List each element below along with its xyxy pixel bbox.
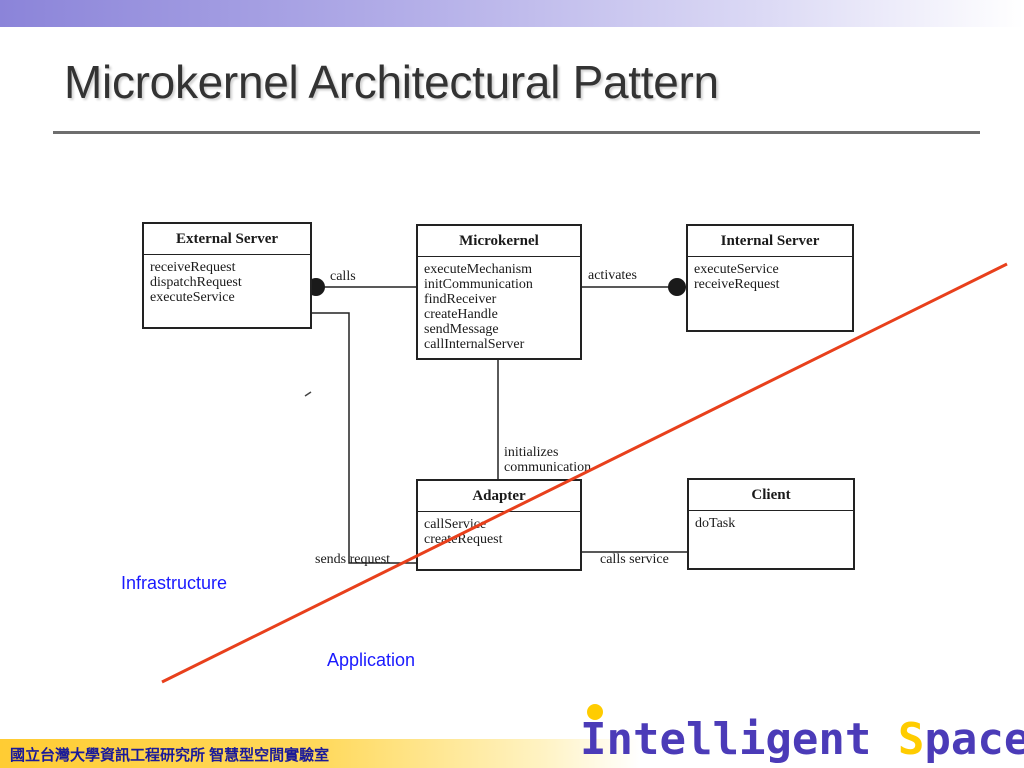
operation: sendMessage — [424, 322, 499, 337]
calls-label: calls — [330, 269, 356, 284]
class-microkernel: Microkernel executeMechanism initCommuni… — [416, 224, 582, 360]
sends-request-connector — [310, 312, 418, 564]
operation: executeService — [694, 262, 779, 277]
activates-dot — [668, 278, 686, 296]
stray-mark — [304, 391, 312, 397]
class-operations: executeMechanism initCommunication findR… — [418, 257, 580, 352]
initializes-label: initializes — [504, 445, 559, 460]
logo-dot-icon — [587, 704, 603, 720]
logo-text-s: S — [897, 714, 925, 765]
infrastructure-label: Infrastructure — [121, 573, 228, 593]
infrastructure-application-divider — [161, 262, 1008, 684]
class-internal-server: Internal Server executeService receiveRe… — [686, 224, 854, 332]
application-label: Application — [327, 650, 416, 670]
class-name: Internal Server — [688, 226, 852, 257]
class-external-server: External Server receiveRequest dispatchR… — [142, 222, 312, 329]
operation: dispatchRequest — [150, 275, 242, 290]
operation: findReceiver — [424, 292, 497, 307]
class-client: Client doTask — [687, 478, 855, 570]
operation: initCommunication — [424, 277, 533, 292]
class-operations: doTask — [689, 511, 853, 531]
logo-text: Intelligent — [580, 714, 898, 765]
communication-label: communication — [504, 460, 592, 475]
activates-label: activates — [588, 268, 637, 283]
operation: executeService — [150, 290, 235, 305]
operation: receiveRequest — [694, 277, 780, 292]
footer-bar — [0, 739, 640, 768]
class-operations: receiveRequest dispatchRequest executeSe… — [144, 255, 310, 305]
intelligent-space-logo: Intelligent Space — [580, 713, 1024, 767]
sends-request-label: sends request — [315, 552, 391, 567]
slide-title: Microkernel Architectural Pattern — [64, 56, 719, 108]
top-gradient-band — [0, 0, 1024, 27]
operation: executeMechanism — [424, 262, 533, 277]
class-adapter: Adapter callService createRequest — [416, 479, 582, 571]
class-name: Client — [689, 480, 853, 511]
calls-service-label: calls service — [600, 552, 669, 567]
operation: callInternalServer — [424, 337, 525, 352]
operation: createHandle — [424, 307, 498, 322]
logo-text-rest: pace — [924, 714, 1024, 765]
class-operations: executeService receiveRequest — [688, 257, 852, 292]
operation: receiveRequest — [150, 260, 236, 275]
title-divider — [53, 131, 980, 134]
footer-text: 國立台灣大學資訊工程研究所 智慧型空間實驗室 — [10, 747, 330, 764]
class-name: External Server — [144, 224, 310, 255]
class-name: Adapter — [418, 481, 580, 512]
class-name: Microkernel — [418, 226, 580, 257]
operation: doTask — [695, 516, 736, 531]
